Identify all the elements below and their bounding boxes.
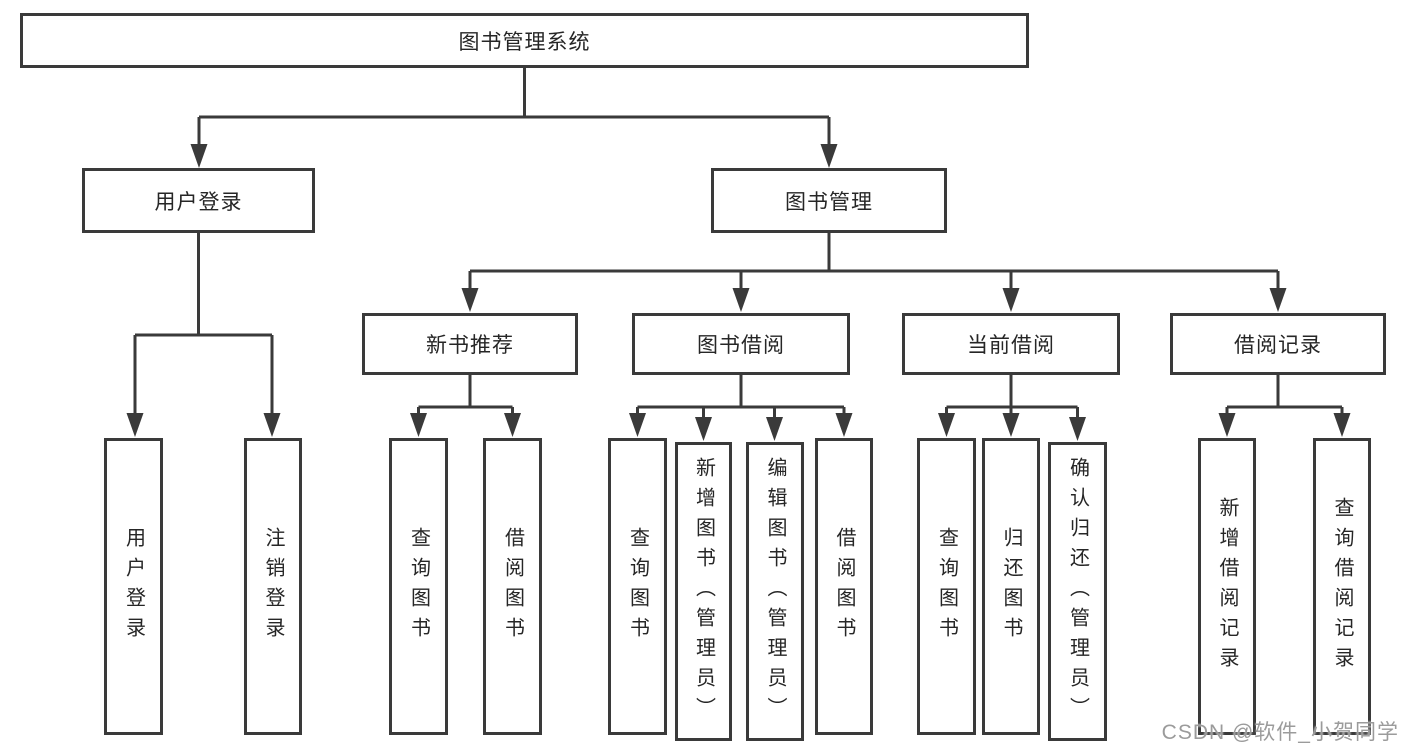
node-book-management: 图书管理 (711, 168, 947, 233)
node-current-borrow: 当前借阅 (902, 313, 1120, 375)
leaf-add-book-admin: 新增图书（管理员） (675, 442, 732, 741)
leaf-edit-book-admin: 编辑图书（管理员） (746, 442, 804, 741)
node-new-book-recommend: 新书推荐 (362, 313, 578, 375)
leaf-logout: 注销登录 (244, 438, 302, 735)
leaf-borrow-book: 借阅图书 (815, 438, 873, 735)
leaf-recommend-query-book: 查询图书 (389, 438, 448, 735)
node-borrow-records: 借阅记录 (1170, 313, 1386, 375)
node-user-login: 用户登录 (82, 168, 315, 233)
leaf-recommend-borrow-book: 借阅图书 (483, 438, 542, 735)
leaf-query-borrow-record: 查询借阅记录 (1313, 438, 1371, 735)
leaf-current-query-book: 查询图书 (917, 438, 976, 735)
node-book-borrow: 图书借阅 (632, 313, 850, 375)
csdn-watermark: CSDN @软件_小贺同学 (1161, 721, 1399, 744)
leaf-add-borrow-record: 新增借阅记录 (1198, 438, 1256, 735)
node-root: 图书管理系统 (20, 13, 1029, 68)
leaf-borrow-query-book: 查询图书 (608, 438, 667, 735)
leaf-confirm-return-admin: 确认归还（管理员） (1048, 442, 1107, 741)
leaf-return-book: 归还图书 (982, 438, 1040, 735)
leaf-user-login: 用户登录 (104, 438, 163, 735)
arrowheads (126, 144, 1351, 441)
